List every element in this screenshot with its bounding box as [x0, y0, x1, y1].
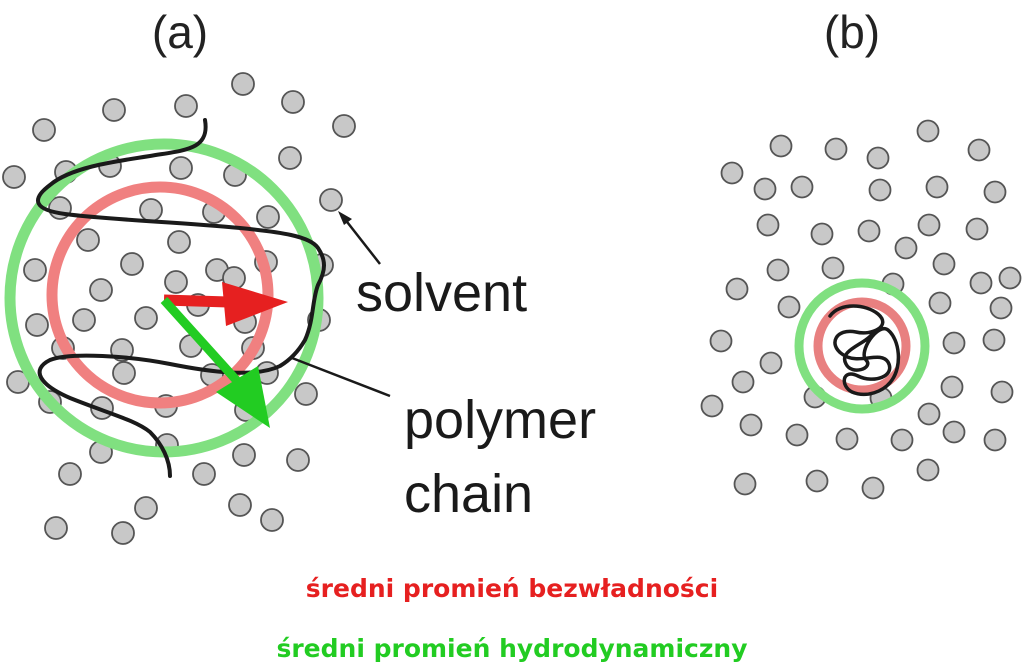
solvent-molecule — [102, 98, 126, 122]
solvent-molecule — [720, 161, 744, 185]
solvent-molecule — [164, 270, 188, 294]
solvent-molecule — [76, 228, 100, 252]
solvent-molecule — [890, 428, 914, 452]
solvent-molecule — [112, 361, 136, 385]
polymer-chain-a — [36, 118, 326, 478]
solvent-label: solvent — [356, 263, 527, 323]
solvent-molecule — [294, 382, 318, 406]
solvent-molecule — [759, 351, 783, 375]
solvent-molecule — [965, 217, 989, 241]
solvent-molecule — [790, 175, 814, 199]
gyration-radius-ring-b — [813, 297, 911, 395]
solvent-molecule — [857, 219, 881, 243]
solvent-molecule — [139, 198, 163, 222]
hydrodynamic-radius-ring-b — [794, 278, 930, 414]
solvent-molecule — [916, 119, 940, 143]
polymer-pointer — [291, 356, 391, 398]
solvent-molecule — [23, 258, 47, 282]
solvent-molecule — [998, 266, 1022, 290]
solvent-molecule — [868, 178, 892, 202]
solvent-molecule — [286, 448, 310, 472]
solvent-molecule — [174, 94, 198, 118]
solvent-molecule — [928, 291, 952, 315]
panel-b — [700, 119, 1022, 500]
solvent-molecule — [192, 462, 216, 486]
solvent-molecule — [58, 462, 82, 486]
solvent-molecule — [861, 476, 885, 500]
solvent-molecule — [983, 180, 1007, 204]
solvent-molecule — [111, 521, 135, 545]
solvent-molecule — [810, 222, 834, 246]
solvent-molecule — [25, 313, 49, 337]
solvent-molecule — [281, 90, 305, 114]
solvent-molecule — [769, 134, 793, 158]
solvent-molecule — [824, 137, 848, 161]
solvent-molecule — [942, 420, 966, 444]
solvent-molecule — [700, 394, 724, 418]
solvent-molecule — [231, 72, 255, 96]
solvent-molecule — [725, 277, 749, 301]
solvent-molecule — [990, 380, 1014, 404]
gyration-radius-arrow — [163, 282, 288, 326]
solvent-molecule — [917, 402, 941, 426]
solvent-molecule — [44, 516, 68, 540]
solvent-molecule — [169, 156, 193, 180]
solvent-molecule — [89, 278, 113, 302]
polymer-chain-b — [828, 304, 901, 397]
solvent-molecule — [733, 472, 757, 496]
gyration-radius-legend: średni promień bezwładności — [305, 574, 719, 603]
solvent-molecule — [332, 114, 356, 138]
polymer-label-line1: polymer — [404, 390, 596, 450]
solvent-molecule — [256, 205, 280, 229]
panel-label-b: (b) — [824, 6, 880, 58]
solvent-pointer — [338, 211, 381, 265]
solvent-molecule — [753, 177, 777, 201]
solvent-molecule — [228, 493, 252, 517]
solvent-molecule — [32, 118, 56, 142]
solvent-molecule — [2, 165, 26, 189]
solvent-molecule — [278, 146, 302, 170]
solvent-molecule — [756, 213, 780, 237]
solvent-molecule — [916, 458, 940, 482]
solvent-molecule — [134, 306, 158, 330]
solvent-molecule — [835, 427, 859, 451]
solvent-molecule — [821, 256, 845, 280]
solvent-molecule — [805, 469, 829, 493]
solvent-molecule — [709, 329, 733, 353]
solvent-molecule — [932, 252, 956, 276]
solvent-molecule — [72, 308, 96, 332]
solvent-molecule — [917, 213, 941, 237]
gyration-radius-ring-a — [46, 181, 274, 409]
solvent-molecule — [232, 443, 256, 467]
solvent-molecule — [940, 375, 964, 399]
polymer-label-line2: chain — [404, 464, 533, 524]
solvent-molecule — [982, 328, 1006, 352]
solvent-molecule — [969, 271, 993, 295]
solvent-molecule — [777, 295, 801, 319]
solvent-molecule — [134, 496, 158, 520]
solvent-molecule — [866, 146, 890, 170]
solvent-molecule — [120, 252, 144, 276]
solvent-molecule — [983, 428, 1007, 452]
solvent-molecule — [989, 296, 1013, 320]
solvent-molecule — [731, 370, 755, 394]
solvent-molecule — [766, 258, 790, 282]
solvent-molecule — [942, 331, 966, 355]
panel-a — [2, 72, 356, 545]
solvent-molecule — [785, 423, 809, 447]
solvent-molecule — [167, 230, 191, 254]
solvent-molecule — [967, 138, 991, 162]
solvent-molecule — [260, 508, 284, 532]
hydrodynamic-radius-arrow — [160, 296, 270, 428]
solvent-molecule — [925, 175, 949, 199]
panel-label-a: (a) — [152, 6, 208, 58]
solvent-molecule — [319, 188, 343, 212]
solvent-molecule — [739, 413, 763, 437]
hydrodynamic-radius-legend: średni promień hydrodynamiczny — [276, 634, 748, 663]
solvent-molecule — [894, 236, 918, 260]
solvent-molecules-b — [700, 119, 1022, 500]
